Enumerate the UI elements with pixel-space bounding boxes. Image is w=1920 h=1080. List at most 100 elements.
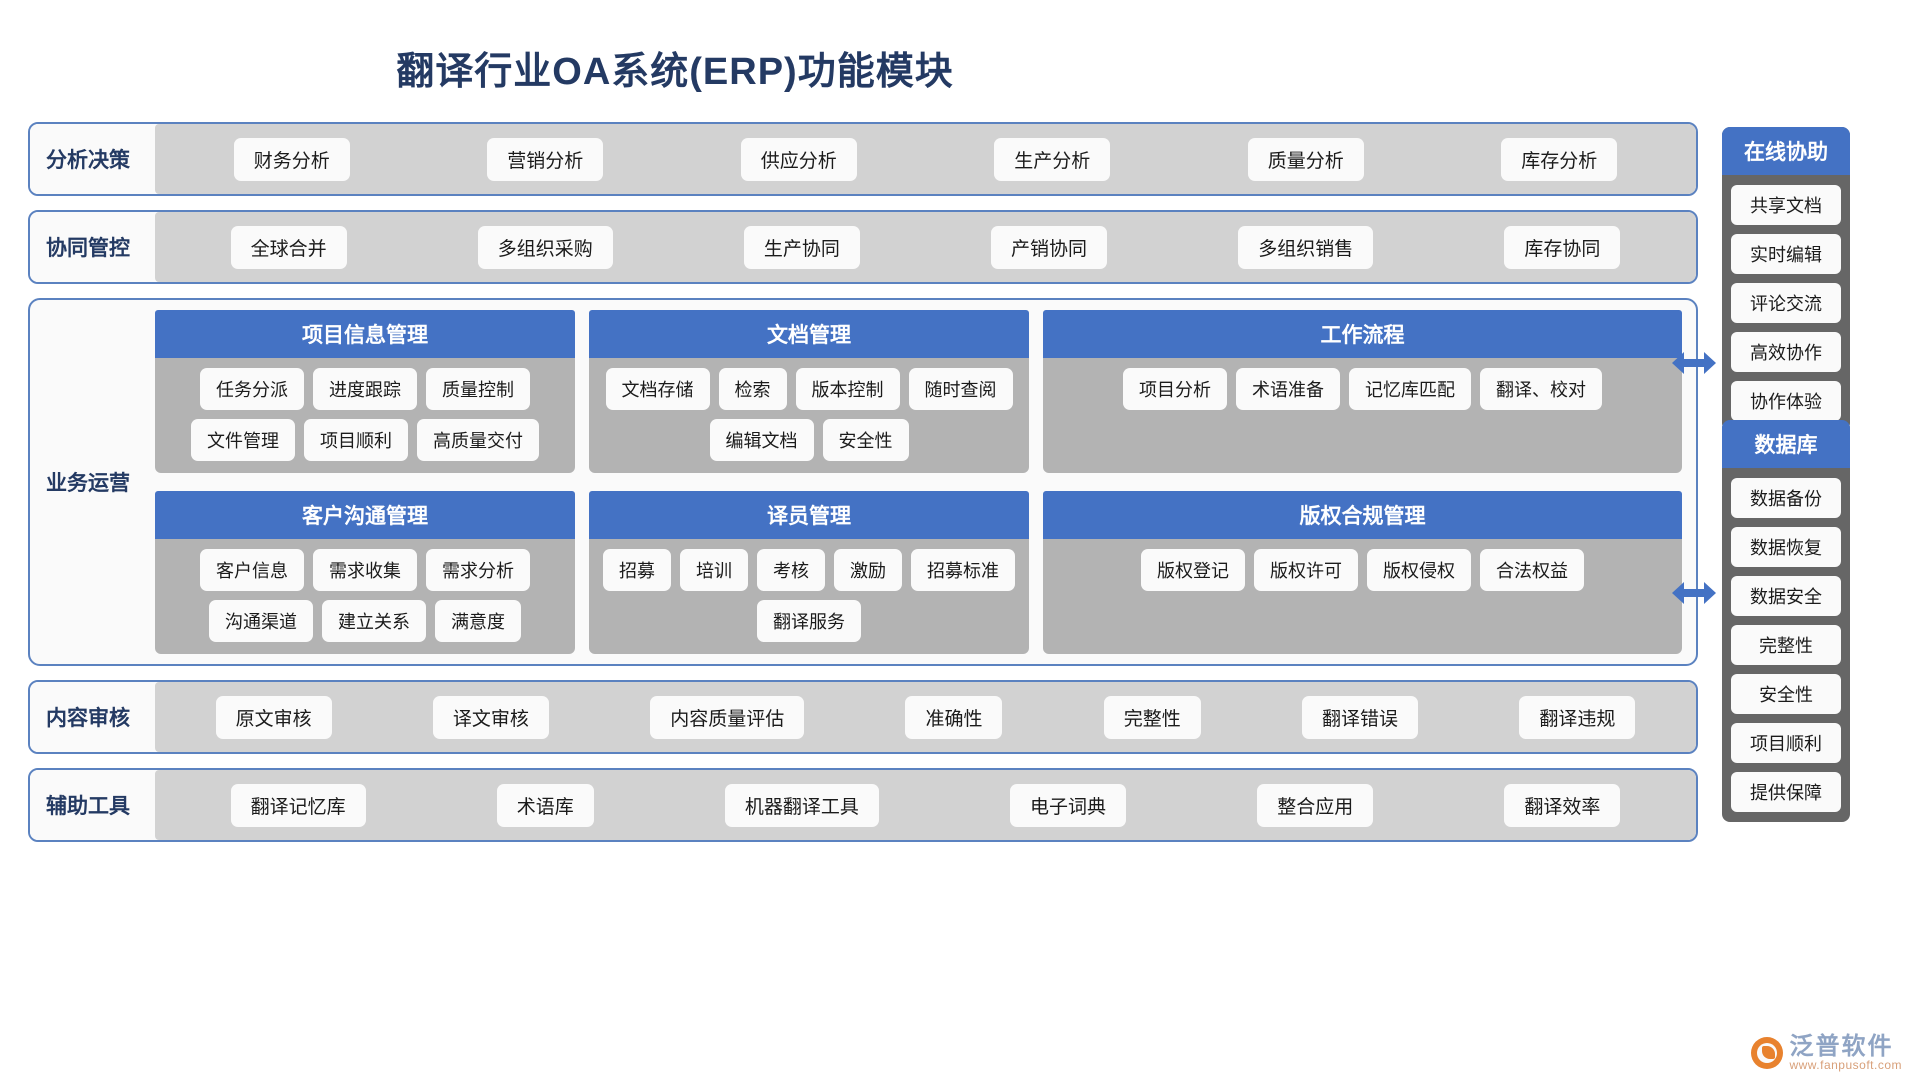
chip[interactable]: 全球合并: [230, 225, 347, 269]
row-panel-collaboration: 协同管控 全球合并 多组织采购 生产协同 产销协同 多组织销售 库存协同: [28, 210, 1698, 284]
card-customer-communication: 客户沟通管理 客户信息 需求收集 需求分析 沟通渠道 建立关系 满意度: [155, 491, 575, 654]
card-body: 任务分派 进度跟踪 质量控制 文件管理 项目顺利 高质量交付: [155, 358, 575, 473]
chip[interactable]: 版权登记: [1141, 549, 1245, 591]
chip[interactable]: 进度跟踪: [313, 368, 417, 410]
sidebar-header: 在线协助: [1722, 127, 1850, 175]
sidebar-items: 数据备份 数据恢复 数据安全 完整性 安全性 项目顺利 提供保障: [1722, 468, 1850, 812]
chip[interactable]: 建立关系: [322, 600, 426, 642]
chip[interactable]: 产销协同: [991, 225, 1108, 269]
chip[interactable]: 翻译记忆库: [230, 783, 366, 827]
chip[interactable]: 满意度: [435, 600, 521, 642]
chip[interactable]: 翻译效率: [1504, 783, 1621, 827]
list-item[interactable]: 协作体验: [1731, 381, 1841, 421]
card-header: 文档管理: [589, 310, 1029, 358]
sidebar-header: 数据库: [1722, 420, 1850, 468]
chip[interactable]: 生产分析: [994, 137, 1111, 181]
card-header: 工作流程: [1043, 310, 1682, 358]
sidebar-database: 数据库 数据备份 数据恢复 数据安全 完整性 安全性 项目顺利 提供保障: [1722, 420, 1850, 822]
list-item[interactable]: 数据恢复: [1731, 527, 1841, 567]
chip[interactable]: 版本控制: [795, 368, 900, 410]
chip[interactable]: 安全性: [822, 419, 909, 461]
chip[interactable]: 文件管理: [191, 419, 295, 461]
ops-label-business: 业务运营: [46, 472, 130, 495]
chip[interactable]: 版权侵权: [1367, 549, 1471, 591]
list-item[interactable]: 完整性: [1731, 625, 1841, 665]
chip[interactable]: 客户信息: [200, 549, 304, 591]
list-item[interactable]: 项目顺利: [1731, 723, 1841, 763]
list-item[interactable]: 安全性: [1731, 674, 1841, 714]
chip[interactable]: 译文审核: [432, 695, 549, 739]
list-item[interactable]: 实时编辑: [1731, 234, 1841, 274]
chip[interactable]: 完整性: [1103, 695, 1201, 739]
row-label-analysis: 分析决策: [30, 124, 155, 194]
chip[interactable]: 质量分析: [1247, 137, 1364, 181]
list-item[interactable]: 提供保障: [1731, 772, 1841, 812]
double-arrow-icon: [1670, 348, 1718, 378]
chip[interactable]: 沟通渠道: [209, 600, 313, 642]
card-header: 译员管理: [589, 491, 1029, 539]
chip[interactable]: 需求分析: [426, 549, 530, 591]
chip[interactable]: 版权许可: [1254, 549, 1358, 591]
list-item[interactable]: 数据安全: [1731, 576, 1841, 616]
brand-logo: 泛普软件 www.fanpusoft.com: [1751, 1034, 1902, 1072]
list-item[interactable]: 共享文档: [1731, 185, 1841, 225]
chip[interactable]: 合法权益: [1480, 549, 1584, 591]
chip[interactable]: 高质量交付: [417, 419, 539, 461]
ops-panel-business: 业务运营 项目信息管理 任务分派 进度跟踪 质量控制 文件管理 项目顺利 高质量…: [28, 298, 1698, 666]
chip[interactable]: 记忆库匹配: [1349, 368, 1471, 410]
chip[interactable]: 翻译服务: [757, 600, 861, 642]
chip[interactable]: 术语准备: [1236, 368, 1340, 410]
chip[interactable]: 招募: [603, 549, 671, 591]
chip[interactable]: 内容质量评估: [650, 695, 805, 739]
chip[interactable]: 翻译错误: [1302, 695, 1419, 739]
chip[interactable]: 生产协同: [743, 225, 860, 269]
chip[interactable]: 文档存储: [605, 368, 710, 410]
chip[interactable]: 需求收集: [313, 549, 417, 591]
card-body: 项目分析 术语准备 记忆库匹配 翻译、校对: [1043, 358, 1682, 473]
row-band-analysis: 财务分析 营销分析 供应分析 生产分析 质量分析 库存分析: [155, 124, 1696, 194]
chip[interactable]: 考核: [757, 549, 825, 591]
chip[interactable]: 激励: [834, 549, 902, 591]
row-band-content-review: 原文审核 译文审核 内容质量评估 准确性 完整性 翻译错误 翻译违规: [155, 682, 1696, 752]
chip[interactable]: 项目顺利: [304, 419, 408, 461]
card-document-management: 文档管理 文档存储 检索 版本控制 随时查阅 编辑文档 安全性: [589, 310, 1029, 473]
chip[interactable]: 营销分析: [487, 137, 604, 181]
chip[interactable]: 机器翻译工具: [724, 783, 879, 827]
chip[interactable]: 招募标准: [911, 549, 1015, 591]
chip[interactable]: 任务分派: [200, 368, 304, 410]
chip[interactable]: 术语库: [496, 783, 594, 827]
chip[interactable]: 库存协同: [1504, 225, 1621, 269]
logo-url: www.fanpusoft.com: [1789, 1058, 1902, 1073]
logo-name: 泛普软件: [1789, 1033, 1894, 1061]
chip[interactable]: 电子词典: [1010, 783, 1127, 827]
chip[interactable]: 编辑文档: [709, 419, 814, 461]
chip[interactable]: 质量控制: [426, 368, 530, 410]
main-column: 分析决策 财务分析 营销分析 供应分析 生产分析 质量分析 库存分析 协同管控 …: [28, 122, 1698, 856]
card-header: 客户沟通管理: [155, 491, 575, 539]
list-item[interactable]: 评论交流: [1731, 283, 1841, 323]
sidebar-items: 共享文档 实时编辑 评论交流 高效协作 协作体验: [1722, 175, 1850, 421]
row-band-collaboration: 全球合并 多组织采购 生产协同 产销协同 多组织销售 库存协同: [155, 212, 1696, 282]
chip[interactable]: 检索: [718, 368, 787, 410]
chip[interactable]: 原文审核: [215, 695, 332, 739]
chip[interactable]: 多组织采购: [477, 225, 613, 269]
chip[interactable]: 多组织销售: [1238, 225, 1374, 269]
chip[interactable]: 项目分析: [1123, 368, 1227, 410]
chip[interactable]: 培训: [680, 549, 748, 591]
chip[interactable]: 准确性: [905, 695, 1003, 739]
list-item[interactable]: 数据备份: [1731, 478, 1841, 518]
list-item[interactable]: 高效协作: [1731, 332, 1841, 372]
chip[interactable]: 随时查阅: [908, 368, 1013, 410]
card-translator-management: 译员管理 招募 培训 考核 激励 招募标准 翻译服务: [589, 491, 1029, 654]
chip[interactable]: 供应分析: [740, 137, 857, 181]
row-label-support-tools: 辅助工具: [30, 770, 155, 840]
chip[interactable]: 库存分析: [1501, 137, 1618, 181]
card-workflow: 工作流程 项目分析 术语准备 记忆库匹配 翻译、校对: [1043, 310, 1682, 473]
chip[interactable]: 翻译、校对: [1480, 368, 1602, 410]
chip[interactable]: 翻译违规: [1519, 695, 1636, 739]
row-band-support-tools: 翻译记忆库 术语库 机器翻译工具 电子词典 整合应用 翻译效率: [155, 770, 1696, 840]
sidebar-online-assist: 在线协助 共享文档 实时编辑 评论交流 高效协作 协作体验: [1722, 127, 1850, 431]
card-header: 版权合规管理: [1043, 491, 1682, 539]
chip[interactable]: 整合应用: [1257, 783, 1374, 827]
chip[interactable]: 财务分析: [233, 137, 350, 181]
